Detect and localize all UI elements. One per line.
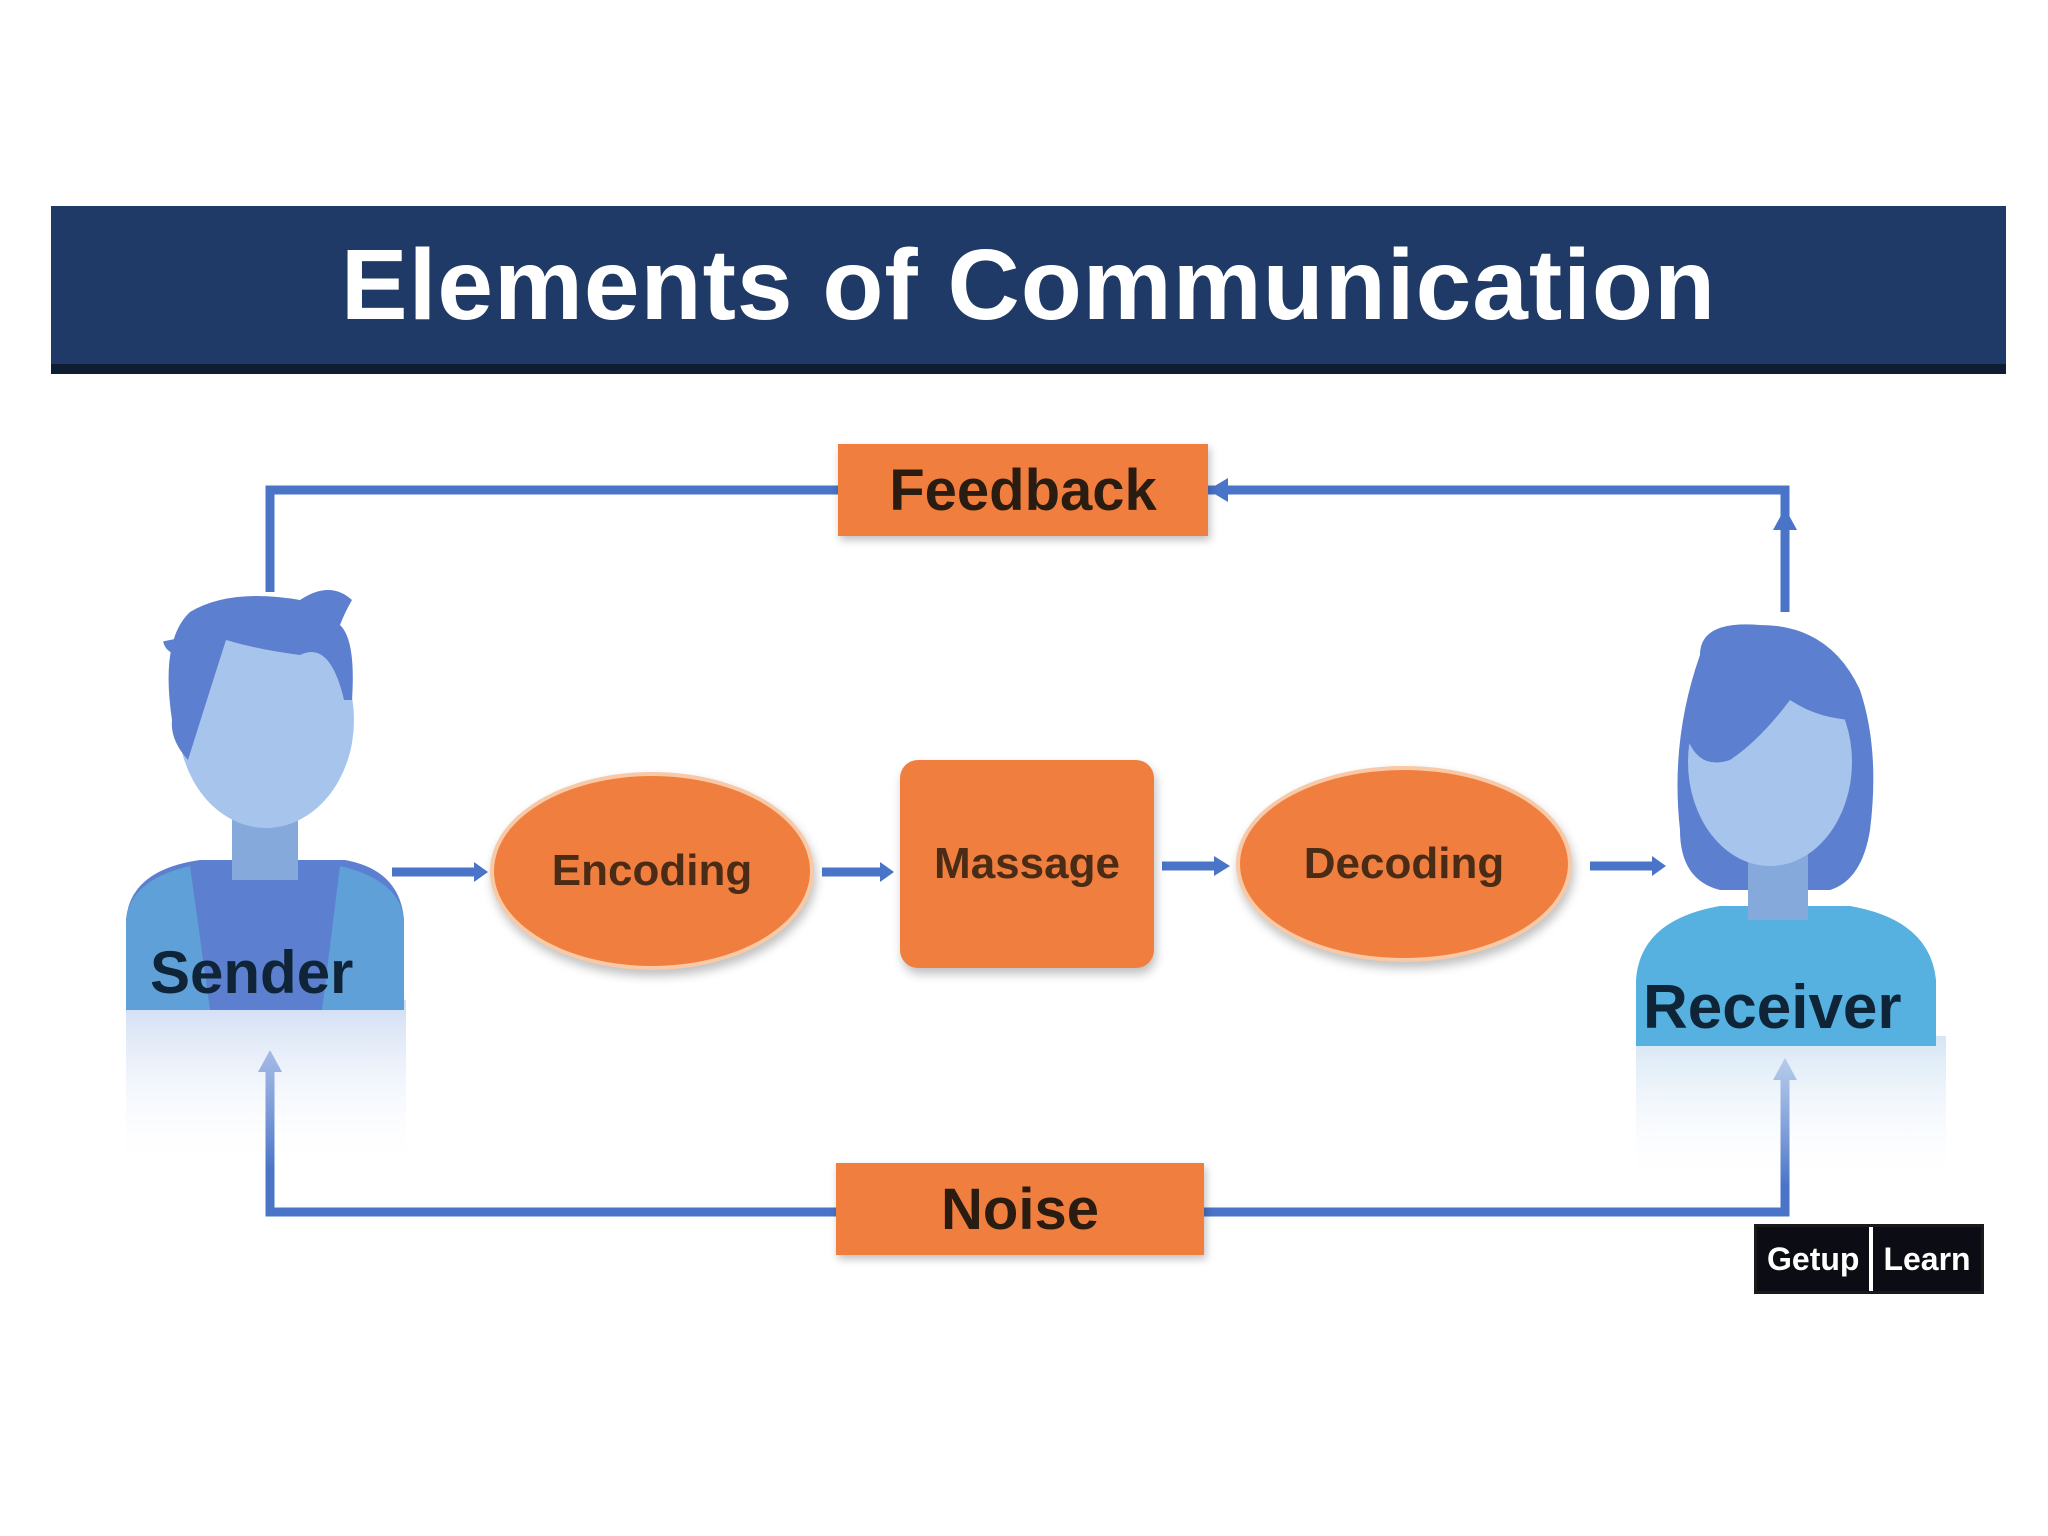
feedback-arrowhead-left xyxy=(1208,478,1228,502)
sender-label: Sender xyxy=(150,939,354,1006)
decoding-node: Decoding xyxy=(1236,766,1572,962)
feedback-label: Feedback xyxy=(889,457,1157,523)
diagram-title: Elements of Communication xyxy=(340,228,1717,341)
watermark-part1: Getup xyxy=(1767,1240,1860,1277)
woman-avatar-icon xyxy=(1636,624,1946,1186)
noise-label: Noise xyxy=(941,1176,1099,1242)
flow-arrowhead-3 xyxy=(1214,856,1230,876)
feedback-arrowhead-up xyxy=(1773,508,1797,530)
message-label: Massage xyxy=(934,839,1120,888)
flow-connectors xyxy=(392,861,1652,877)
encoding-node: Encoding xyxy=(490,772,814,970)
flow-arrowhead-2 xyxy=(880,862,894,882)
feedback-connector xyxy=(265,485,1790,612)
feedback-box: Feedback xyxy=(838,444,1208,536)
noise-box: Noise xyxy=(836,1163,1204,1255)
man-avatar-icon xyxy=(126,590,406,1170)
flow-arrowhead-1 xyxy=(474,862,488,882)
decoding-label: Decoding xyxy=(1303,839,1505,888)
receiver-label: Receiver xyxy=(1643,973,1902,1042)
title-banner: Elements of Communication xyxy=(51,206,2006,374)
message-node: Massage xyxy=(900,760,1154,968)
watermark-part2: Learn xyxy=(1869,1227,1980,1291)
watermark-logo: Getup Learn xyxy=(1754,1224,1984,1294)
encoding-label: Encoding xyxy=(551,846,753,895)
flow-arrowhead-4 xyxy=(1652,856,1666,876)
